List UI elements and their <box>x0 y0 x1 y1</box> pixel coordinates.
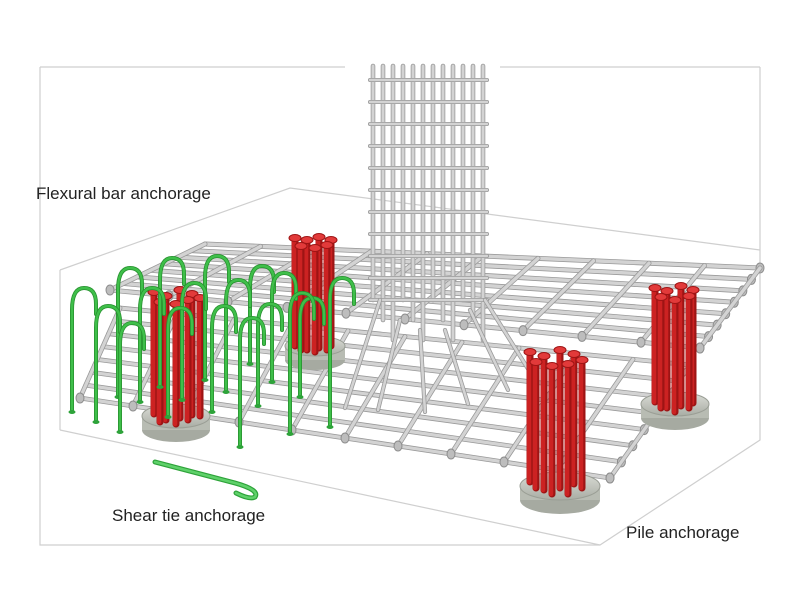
shear-tie-foot <box>208 410 216 414</box>
bottom-mat-bar <box>237 323 293 424</box>
shear-tie-foot <box>326 425 334 429</box>
shear-tie <box>118 321 146 432</box>
shear-tie-foot <box>156 385 164 389</box>
bottom-mat-bar-end <box>128 400 138 412</box>
column-hook-bar <box>343 298 382 410</box>
bottom-mat-bar-end <box>75 392 85 404</box>
pile-anchor-head <box>537 352 551 360</box>
shear-tie-foot <box>296 395 304 399</box>
shear-tie <box>180 281 208 400</box>
pile-anchor-head <box>288 234 302 242</box>
column-hook-bar <box>376 318 402 412</box>
pile-anchor-head <box>294 242 308 250</box>
shear-tie-foot <box>236 445 244 449</box>
shear-tie-foot <box>254 404 262 408</box>
footing-outline <box>39 66 761 546</box>
shear-tie-foot <box>116 430 124 434</box>
shear-tie-foot <box>268 380 276 384</box>
bottom-mat-bar <box>449 346 521 456</box>
top-mat-bar-end <box>577 330 587 342</box>
shear-tie <box>288 291 316 434</box>
shear-tie-foot <box>222 390 230 394</box>
pile-anchor-head <box>553 346 567 354</box>
shear-tie <box>238 316 266 447</box>
top-mat-bar <box>462 256 540 327</box>
shear-tie-foot <box>246 362 254 366</box>
pile-anchor-head <box>567 350 581 358</box>
pile-anchor-head <box>312 233 326 241</box>
pile-group-back-right <box>640 282 710 430</box>
shear-tie-anchorage-label: Shear tie anchorage <box>112 506 266 525</box>
pile-anchor-head <box>575 356 589 364</box>
shear-tie <box>270 271 298 382</box>
shear-tie <box>210 304 238 412</box>
top-mat-bar <box>108 242 207 292</box>
shear-tie <box>224 278 252 392</box>
shear-tie-foot <box>201 378 209 382</box>
pile-group-front-right <box>519 346 601 514</box>
bottom-mat-bar-end <box>340 432 350 444</box>
shear-tie <box>248 264 276 364</box>
shear-tie-foot <box>286 432 294 436</box>
bottom-mat-bar-end <box>446 448 456 460</box>
shear-tie <box>158 256 186 387</box>
top-mat-bar-end <box>459 319 469 331</box>
top-mat-bar-end <box>400 313 410 325</box>
shear-tie-foot <box>178 398 186 402</box>
top-mat-bar-end <box>341 307 351 319</box>
bottom-mat-bar-end <box>499 456 509 468</box>
shear-tie <box>70 286 98 412</box>
pile-anchorage-label: Pile anchorage <box>626 523 740 542</box>
top-mat-bar-end <box>636 336 646 348</box>
top-mat-bar-end <box>518 325 528 337</box>
shear-tie <box>94 304 122 422</box>
top-mat-bar <box>580 261 651 339</box>
pile-anchor-head <box>668 296 682 304</box>
shear-tie <box>203 254 231 380</box>
shear-tie <box>138 286 166 402</box>
top-rebar-mat <box>105 241 765 354</box>
pile-anchor-head <box>654 293 668 301</box>
bottom-mat-bar <box>343 334 407 440</box>
shear-tie-foot <box>92 420 100 424</box>
pile-anchor-head <box>523 348 537 356</box>
top-mat-bar-end <box>105 284 115 296</box>
shear-tie-sample <box>152 459 259 501</box>
pile-anchor-head <box>545 362 559 370</box>
pile-anchor-head <box>648 284 662 292</box>
pile-anchor-head <box>308 244 322 252</box>
pile-anchor-head <box>300 236 314 244</box>
bottom-mat-bar <box>396 340 464 448</box>
bottom-mat-bar-end <box>605 472 615 484</box>
flexural-bar-anchorage-label: Flexural bar anchorage <box>36 184 211 203</box>
column-hook-bar <box>418 328 427 414</box>
bottom-mat-bar <box>502 352 578 464</box>
top-mat-bar <box>521 259 596 333</box>
column-hook-bar <box>468 308 510 392</box>
shear-tie-foot <box>164 415 172 419</box>
shear-tie <box>328 276 356 427</box>
pile-anchor-head <box>660 287 674 295</box>
column-hook-bar <box>443 328 470 406</box>
bottom-mat-bar <box>78 306 122 400</box>
shear-tie-foot <box>68 410 76 414</box>
top-mat-bar <box>698 266 762 350</box>
column-hook-bar <box>483 298 532 374</box>
pile-anchor-head <box>674 282 688 290</box>
pile-anchor-head <box>682 292 696 300</box>
pile-anchor-head <box>320 241 334 249</box>
shear-tie <box>116 266 144 397</box>
shear-tie <box>166 306 194 417</box>
shear-tie-foot <box>136 400 144 404</box>
top-mat-bar-end <box>695 342 705 354</box>
shear-tie-group <box>68 253 356 449</box>
bottom-mat-bar-end <box>393 440 403 452</box>
pile-anchor-head <box>561 360 575 368</box>
pile-anchor-head <box>529 358 543 366</box>
column-rebar-cage <box>342 63 533 415</box>
